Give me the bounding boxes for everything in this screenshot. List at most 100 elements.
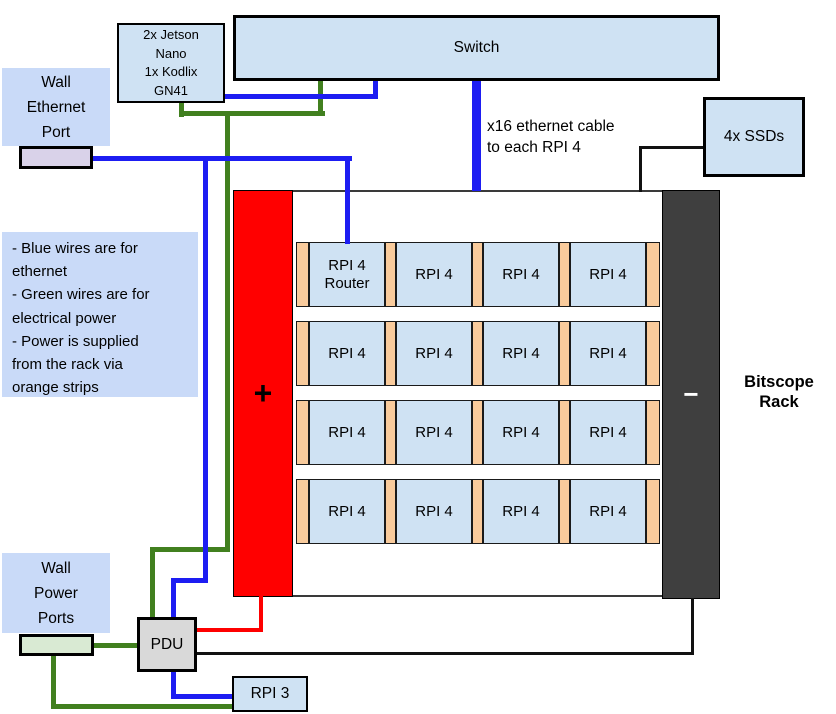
- power-strip-orange: [296, 400, 309, 465]
- rpi4-cell: RPI 4: [483, 479, 559, 544]
- minus-symbol: −: [683, 379, 699, 409]
- rpi4-cell: RPI 4: [570, 400, 646, 465]
- wall-power-line: Wall: [41, 559, 71, 577]
- wall-power-ports-label: Wall Power Ports: [2, 553, 110, 633]
- bitscope-rack-label: Bitscope Rack: [731, 372, 827, 412]
- rpi4-cell: RPI 4: [396, 479, 472, 544]
- jetson-nano-box: 2x Jetson Nano 1x Kodlix GN41: [117, 23, 225, 103]
- ethernet-wire-segment: [171, 578, 176, 619]
- black-wire-segment: [196, 652, 694, 655]
- ethernet-wire-segment: [171, 694, 234, 699]
- wall-ethernet-line: Port: [41, 123, 71, 141]
- rpi4-router-cell: RPI 4 Router: [309, 242, 385, 307]
- legend-line: orange strips: [12, 379, 99, 397]
- ethernet-wire-segment: [93, 156, 352, 161]
- wall-ethernet-port: [19, 146, 93, 169]
- rpi4-cell: RPI 4: [309, 400, 385, 465]
- power-strip-orange: [646, 321, 660, 386]
- legend-line: from the rack via: [12, 356, 123, 374]
- legend-note: - Blue wires are for ethernet - Green wi…: [2, 232, 198, 397]
- jetson-line: 2x Jetson: [143, 27, 199, 42]
- plus-symbol: +: [253, 375, 273, 411]
- rpi4-cell: RPI 4: [570, 479, 646, 544]
- power-wire-segment: [179, 103, 184, 117]
- legend-line: - Green wires are for: [12, 286, 150, 304]
- wall-power-port: [19, 634, 94, 656]
- wall-power-line: Ports: [37, 609, 75, 627]
- legend-line: ethernet: [12, 263, 68, 281]
- legend-line: electrical power: [12, 309, 117, 327]
- jetson-line: GN41: [154, 82, 188, 98]
- black-wire-segment: [639, 146, 705, 149]
- jetson-line: Nano: [155, 45, 187, 61]
- legend-line: - Blue wires are for: [12, 240, 138, 257]
- switch-box: Switch: [233, 15, 720, 81]
- jetson-line: 1x Kodlix: [144, 64, 198, 79]
- wall-ethernet-line: Ethernet: [26, 98, 86, 116]
- power-wire-segment: [179, 111, 325, 116]
- ethernet-wire-segment: [345, 156, 350, 244]
- pdu-box: PDU: [137, 617, 197, 672]
- ethernet-wire-segment: [373, 81, 378, 99]
- rpi4-cell: RPI 4: [483, 400, 559, 465]
- rpi4-cell: RPI 4: [396, 400, 472, 465]
- bitscope-rack-label-line: Rack: [759, 393, 799, 411]
- cable-note: x16 ethernet cable to each RPI 4: [487, 116, 657, 158]
- ethernet-wire-segment: [171, 670, 176, 699]
- power-strip-orange: [559, 242, 570, 307]
- ssds-label: 4x SSDs: [723, 128, 785, 145]
- power-strip-orange: [559, 479, 570, 544]
- power-strip-orange: [472, 321, 483, 386]
- power-strip-orange: [472, 242, 483, 307]
- pdu-label: PDU: [150, 635, 184, 653]
- power-wire-segment: [51, 704, 234, 709]
- bitscope-rack-label-line: Bitscope: [744, 373, 814, 391]
- cable-note-line: to each RPI 4: [487, 139, 581, 156]
- power-strip-orange: [559, 321, 570, 386]
- rpi4-cell: RPI 4: [309, 321, 385, 386]
- power-wire-segment: [150, 547, 155, 619]
- wall-power-line: Power: [34, 584, 78, 602]
- black-wire-segment: [691, 598, 694, 655]
- rpi3-box: RPI 3: [232, 676, 308, 712]
- power-strip-orange: [385, 242, 396, 307]
- power-wire-segment: [225, 111, 230, 552]
- power-wire-segment: [150, 547, 230, 552]
- red-power-wire-segment: [259, 595, 263, 632]
- power-strip-orange: [646, 400, 660, 465]
- negative-power-rail: −: [662, 190, 720, 599]
- power-strip-orange: [296, 479, 309, 544]
- x16-ethernet-cable: [472, 81, 481, 191]
- ethernet-wire-segment: [225, 94, 378, 99]
- rpi4-cell: RPI 4: [309, 479, 385, 544]
- cable-note-line: x16 ethernet cable: [487, 118, 615, 135]
- power-wire-segment: [51, 656, 56, 709]
- power-strip-orange: [296, 242, 309, 307]
- rpi4-cell: RPI 4: [483, 242, 559, 307]
- rpi4-cell: RPI 4: [396, 321, 472, 386]
- rpi4-cell: RPI 4: [483, 321, 559, 386]
- red-power-wire-segment: [196, 628, 263, 632]
- power-wire-segment: [94, 643, 139, 648]
- legend-line: - Power is supplied: [12, 332, 139, 350]
- power-strip-orange: [559, 400, 570, 465]
- power-strip-orange: [646, 242, 660, 307]
- power-strip-orange: [296, 321, 309, 386]
- rpi4-cell: RPI 4: [396, 242, 472, 307]
- power-strip-orange: [472, 400, 483, 465]
- wall-ethernet-port-label: Wall Ethernet Port: [2, 68, 110, 146]
- ethernet-wire-segment: [171, 578, 208, 583]
- switch-label: Switch: [453, 39, 500, 56]
- power-strip-orange: [646, 479, 660, 544]
- wall-ethernet-line: Wall: [41, 73, 71, 91]
- rpi4-cell: RPI 4: [570, 321, 646, 386]
- positive-power-rail: +: [233, 190, 293, 597]
- ssds-box: 4x SSDs: [703, 97, 805, 177]
- power-strip-orange: [385, 321, 396, 386]
- power-strip-orange: [385, 479, 396, 544]
